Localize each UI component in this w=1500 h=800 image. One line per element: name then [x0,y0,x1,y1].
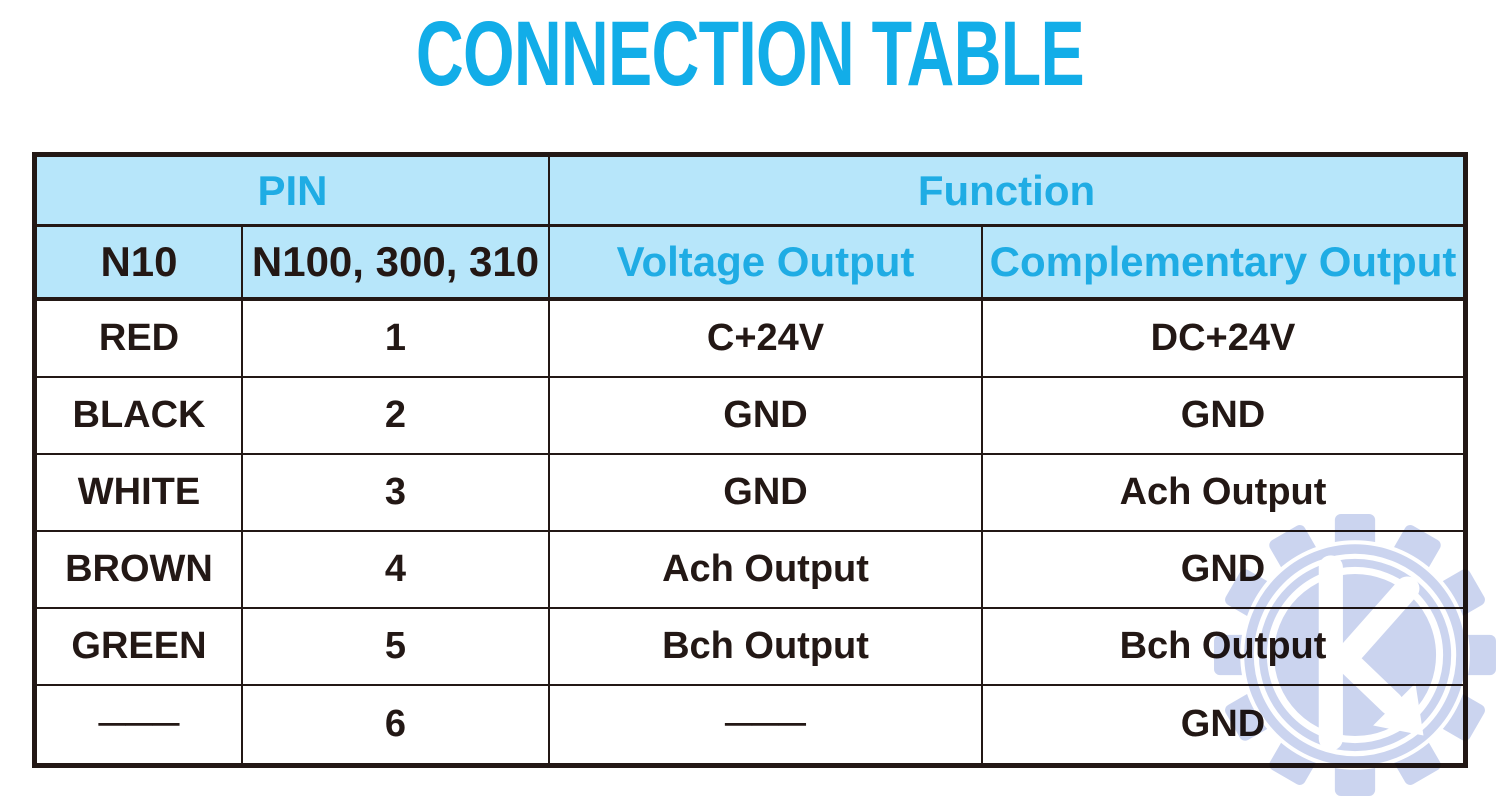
table-cell-complementary-output: DC+24V [983,301,1463,378]
subheader-voltage-output: Voltage Output [550,227,983,301]
table-cell-pin: 2 [243,378,550,455]
table-cell-wire: ─── [37,686,243,763]
table-cell-pin: 5 [243,609,550,686]
table-cell-pin: 4 [243,532,550,609]
table-cell-complementary-output: Bch Output [983,609,1463,686]
page-title-text: CONNECTION TABLE [415,3,1085,105]
header-pin: PIN [37,157,550,227]
subheader-complementary-output: Complementary Output [983,227,1463,301]
table-cell-pin: 1 [243,301,550,378]
table-cell-pin: 6 [243,686,550,763]
table-cell-pin: 3 [243,455,550,532]
table-cell-complementary-output: Ach Output [983,455,1463,532]
table-cell-complementary-output: GND [983,378,1463,455]
table-cell-voltage-output: Bch Output [550,609,983,686]
table-cell-wire: GREEN [37,609,243,686]
subheader-n100-300-310: N100, 300, 310 [243,227,550,301]
subheader-n10: N10 [37,227,243,301]
table-cell-voltage-output: Ach Output [550,532,983,609]
table-cell-wire: RED [37,301,243,378]
table-cell-voltage-output: GND [550,378,983,455]
connection-table: PIN Function N10 N100, 300, 310 Voltage … [32,152,1468,768]
page-title: CONNECTION TABLE [0,8,1500,100]
table-cell-wire: BLACK [37,378,243,455]
table-cell-voltage-output: C+24V [550,301,983,378]
table-cell-voltage-output: ─── [550,686,983,763]
table-cell-complementary-output: GND [1180,703,1266,745]
table-cell-wire: WHITE [37,455,243,532]
table-cell-complementary-output: GND [983,532,1463,609]
table-cell-voltage-output: GND [550,455,983,532]
header-function: Function [550,157,1463,227]
table-cell-wire: BROWN [37,532,243,609]
